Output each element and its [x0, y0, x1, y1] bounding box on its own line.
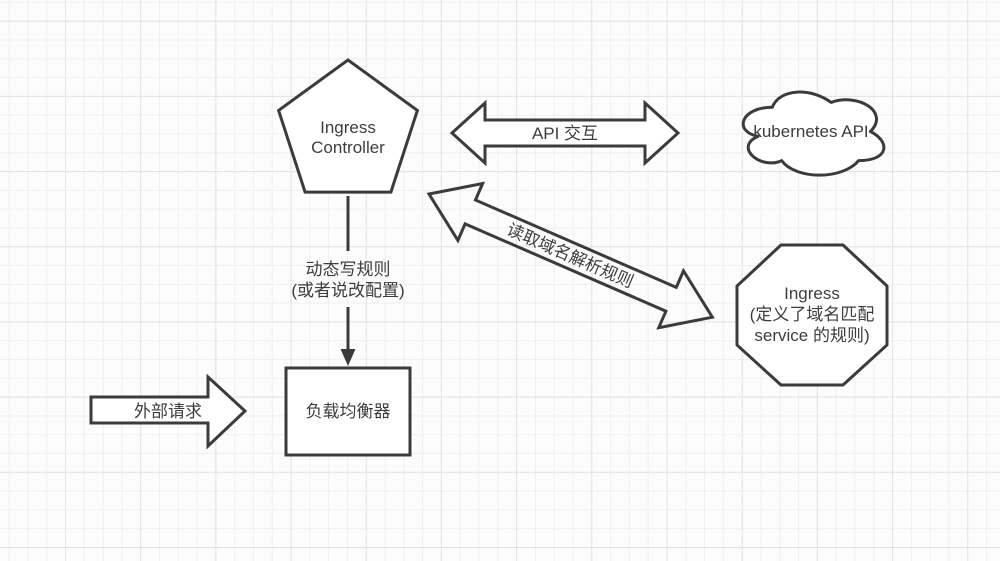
node-ingress-rules-label-line1: Ingress — [784, 284, 840, 303]
node-kubernetes-api-label: kubernetes API — [753, 122, 868, 141]
node-ingress-controller-label-line1: Ingress — [320, 118, 376, 137]
node-ingress-rules-label-line2: (定义了域名匹配 — [750, 305, 875, 324]
edge-read-dns-rules-label: 读取域名解析规则 — [504, 220, 636, 292]
node-ingress-rules-label-line3: service 的规则) — [754, 326, 869, 345]
edge-external-request: 外部请求 — [89, 373, 248, 450]
edge-read-dns-rules: 读取域名解析规则 — [426, 181, 715, 330]
pentagon-shape — [276, 58, 420, 194]
node-ingress-rules: Ingress (定义了域名匹配 service 的规则) — [735, 243, 889, 387]
edge-api-interaction: API 交互 — [449, 99, 681, 167]
edge-api-interaction-label: API 交互 — [532, 124, 598, 143]
block-arrow-shape — [89, 373, 248, 450]
node-load-balancer-label: 负载均衡器 — [306, 402, 391, 421]
edge-dynamic-write-label-line2: (或者说改配置) — [291, 281, 404, 300]
double-arrow-shape — [426, 181, 715, 330]
node-load-balancer: 负载均衡器 — [284, 366, 412, 457]
cloud-shape — [741, 90, 886, 177]
edge-dynamic-write-label-line1: 动态写规则 — [306, 260, 391, 279]
rectangle-shape — [284, 366, 412, 457]
octagon-shape — [735, 243, 889, 387]
double-arrow-shape — [449, 99, 681, 167]
edge-dynamic-write: 动态写规则 (或者说改配置) — [291, 196, 405, 366]
node-ingress-controller: Ingress Controller — [276, 58, 420, 194]
edge-external-request-label: 外部请求 — [134, 402, 202, 421]
node-ingress-controller-label-line2: Controller — [311, 138, 385, 157]
arrowhead-icon — [340, 349, 356, 366]
node-kubernetes-api: kubernetes API — [741, 90, 886, 177]
